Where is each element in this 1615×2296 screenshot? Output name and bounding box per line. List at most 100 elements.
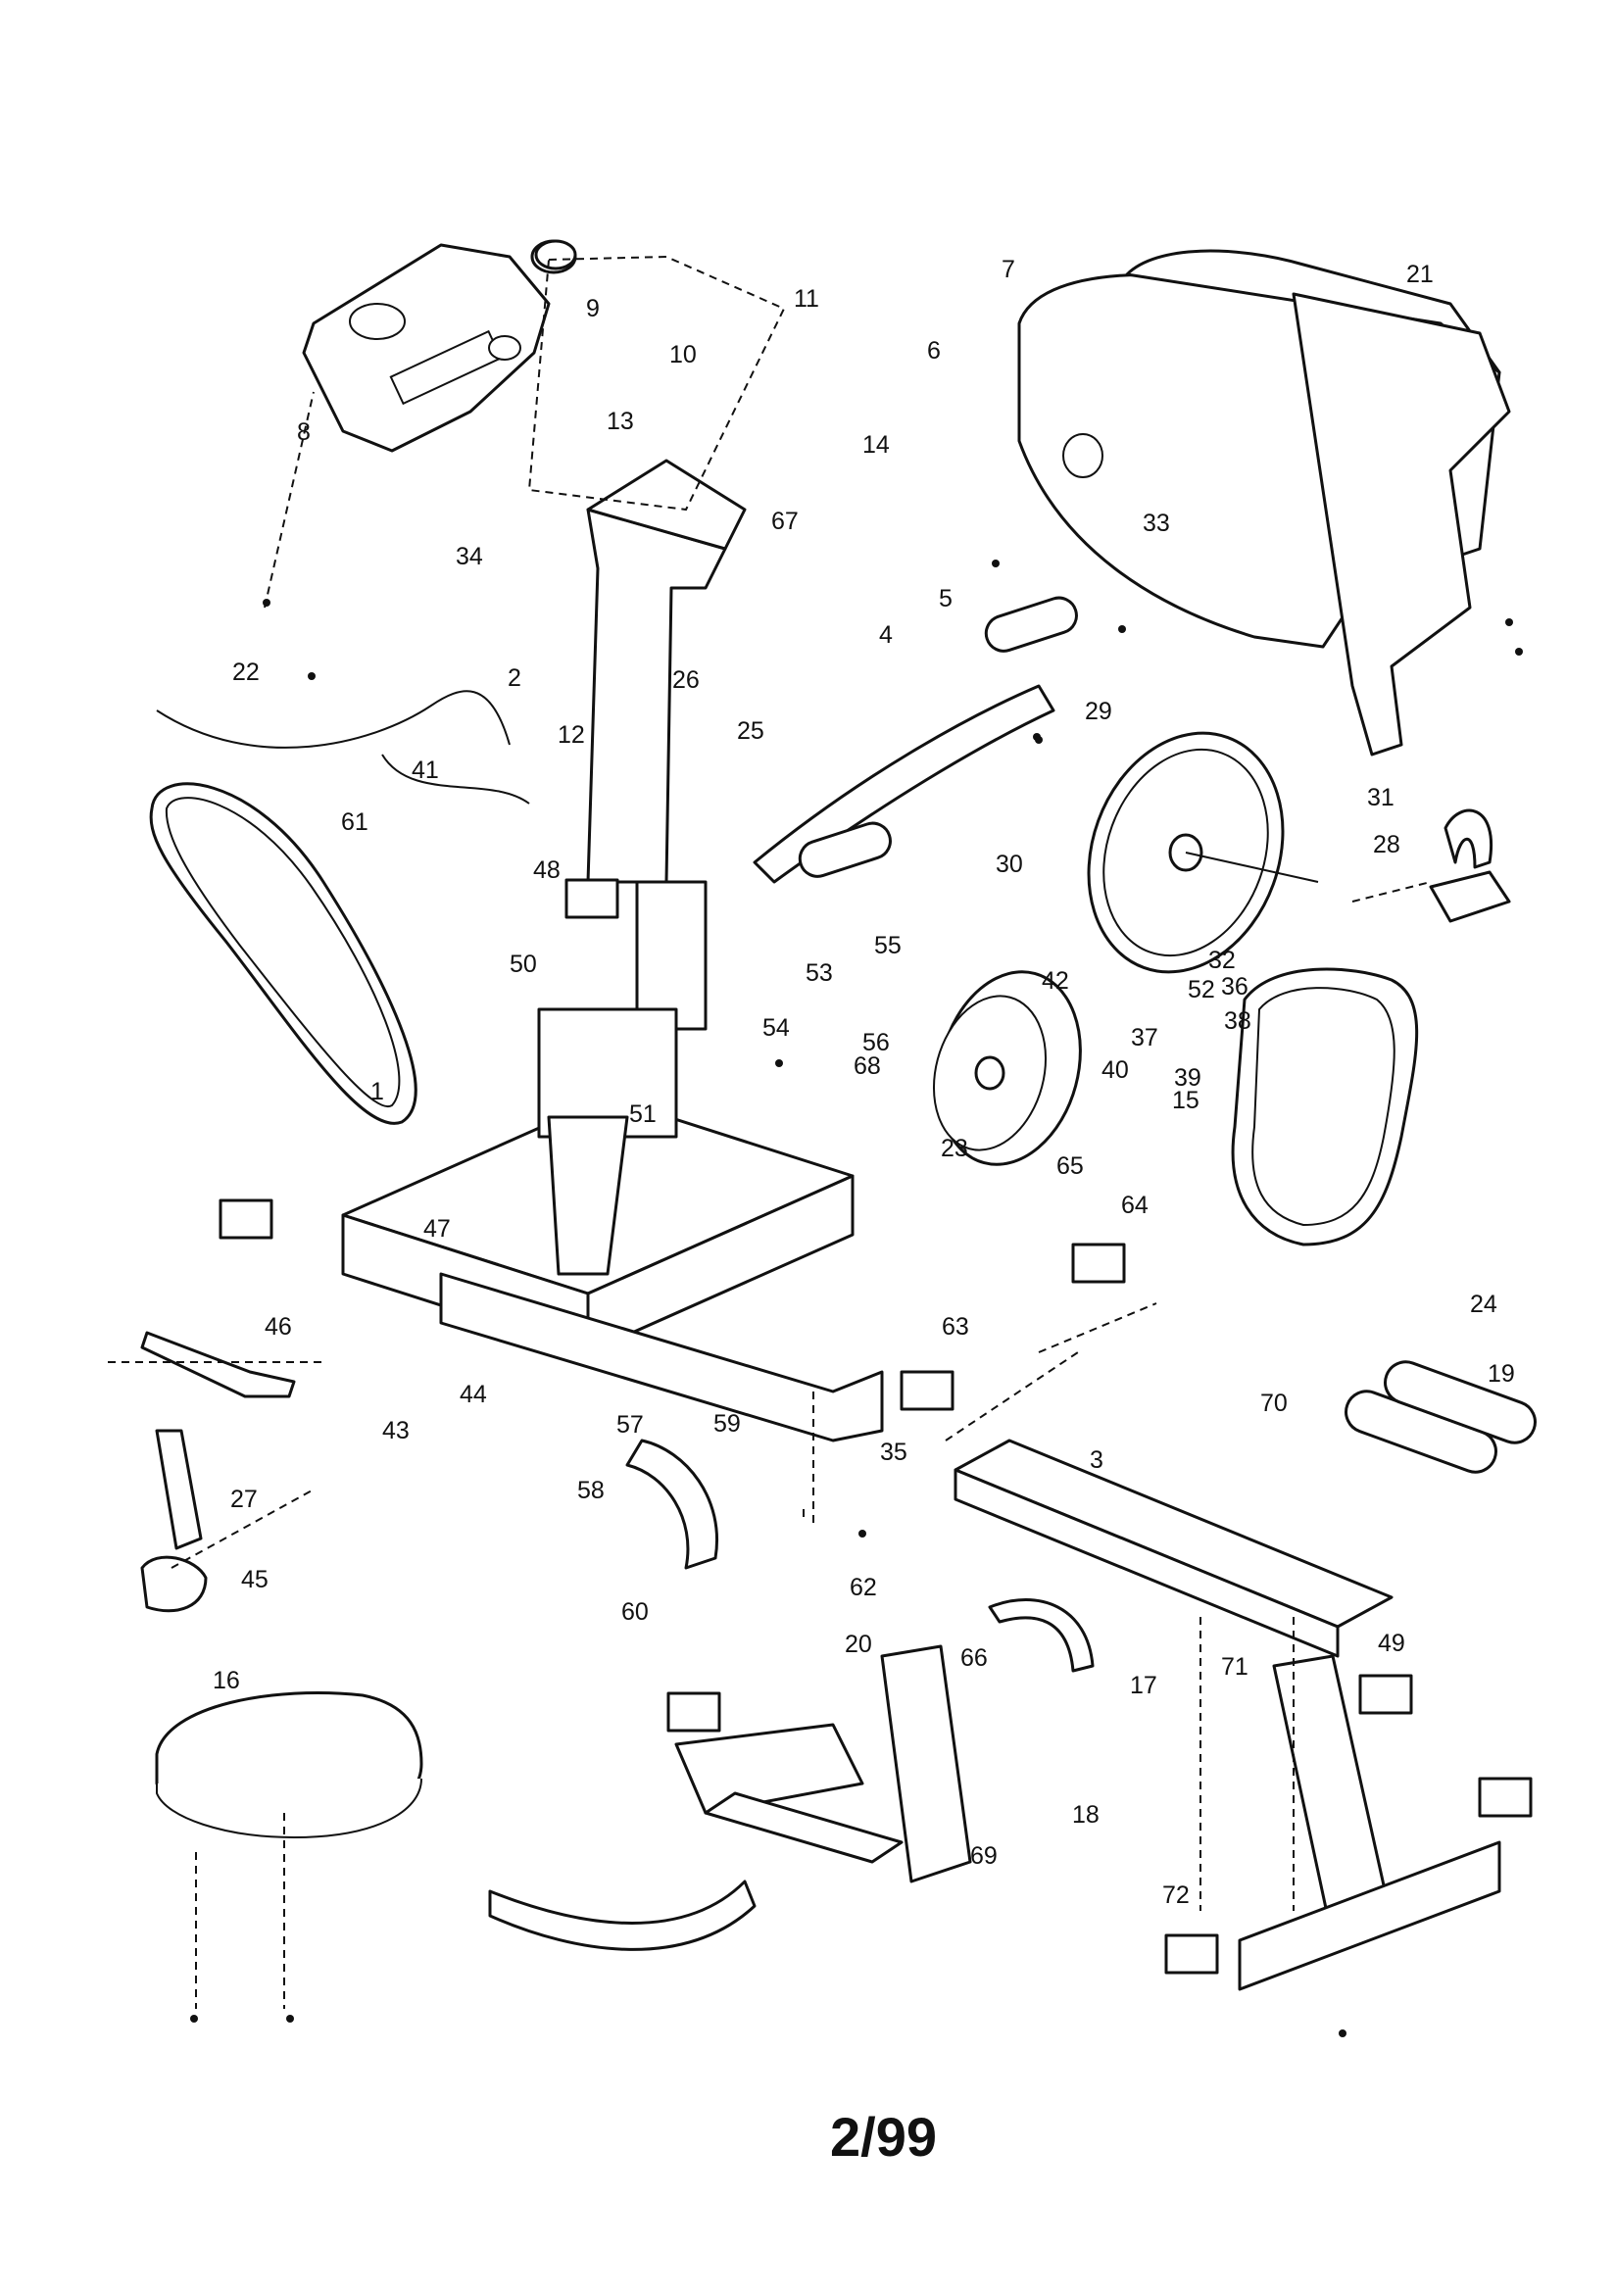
callout-55: 55 bbox=[874, 932, 902, 959]
callout-68: 68 bbox=[854, 1052, 881, 1080]
callout-17: 17 bbox=[1130, 1672, 1157, 1699]
callout-61: 61 bbox=[341, 808, 368, 836]
brake-shoe-part bbox=[625, 1439, 718, 1570]
rear-stabilizer-part bbox=[954, 1439, 1501, 1991]
callout-11: 11 bbox=[794, 285, 819, 313]
callout-34: 34 bbox=[456, 543, 483, 570]
callout-24: 24 bbox=[1470, 1291, 1497, 1318]
callout-36: 36 bbox=[1221, 973, 1248, 1001]
assembly-guides bbox=[108, 881, 1432, 2009]
console-guide-dash bbox=[527, 255, 786, 512]
knob-part bbox=[534, 239, 577, 270]
backrest-inner bbox=[1251, 987, 1395, 1227]
callout-50: 50 bbox=[510, 951, 537, 978]
shroud-part bbox=[1017, 249, 1511, 757]
console-part bbox=[302, 239, 577, 453]
callout-1: 1 bbox=[370, 1078, 384, 1105]
callout-26: 26 bbox=[672, 666, 700, 694]
callout-20: 20 bbox=[845, 1631, 872, 1658]
foam-tube-part-2 bbox=[1384, 1360, 1537, 1444]
callout-63: 63 bbox=[942, 1313, 969, 1341]
callout-5: 5 bbox=[939, 585, 953, 612]
seat-frame-part bbox=[674, 1644, 972, 1883]
flywheel-part bbox=[932, 970, 1082, 1166]
hardware-fasteners bbox=[190, 560, 1523, 2037]
callout-25: 25 bbox=[737, 717, 764, 745]
callout-28: 28 bbox=[1373, 831, 1400, 858]
callout-18: 18 bbox=[1072, 1801, 1100, 1829]
callout-12: 12 bbox=[558, 721, 585, 749]
callout-57: 57 bbox=[616, 1411, 644, 1439]
main-frame-part bbox=[341, 1007, 884, 1442]
callout-58: 58 bbox=[577, 1477, 605, 1504]
callout-65: 65 bbox=[1056, 1152, 1084, 1180]
callout-32: 32 bbox=[1208, 947, 1236, 974]
console-screw-guide bbox=[264, 391, 315, 609]
callout-62: 62 bbox=[850, 1574, 877, 1601]
callout-41: 41 bbox=[412, 757, 439, 784]
callout-45: 45 bbox=[241, 1566, 269, 1593]
wire-harness-part bbox=[156, 690, 511, 749]
side-handle-upper bbox=[988, 1598, 1095, 1673]
callout-49: 49 bbox=[1378, 1630, 1405, 1657]
callout-7: 7 bbox=[1002, 256, 1015, 283]
callout-51: 51 bbox=[629, 1100, 657, 1128]
callout-46: 46 bbox=[265, 1313, 292, 1341]
callout-35: 35 bbox=[880, 1439, 907, 1466]
callout-9: 9 bbox=[586, 295, 600, 322]
callout-30: 30 bbox=[996, 851, 1023, 878]
upright-post-part bbox=[586, 459, 747, 1031]
callout-72: 72 bbox=[1162, 1881, 1190, 1909]
callout-38: 38 bbox=[1224, 1007, 1251, 1035]
callout-43: 43 bbox=[382, 1417, 410, 1444]
callout-54: 54 bbox=[762, 1014, 790, 1042]
callout-2: 2 bbox=[508, 664, 521, 692]
crank-arm-part bbox=[140, 1331, 296, 1398]
grip-part bbox=[798, 596, 1078, 878]
callout-52: 52 bbox=[1188, 976, 1215, 1003]
seat-edge bbox=[156, 1778, 422, 1839]
callout-48: 48 bbox=[533, 856, 561, 884]
callout-27: 27 bbox=[230, 1486, 258, 1513]
callout-33: 33 bbox=[1143, 510, 1170, 537]
callout-labels: 1 2 3 4 5 6 7 8 9 10 11 12 13 14 15 16 1… bbox=[213, 256, 1515, 1909]
callout-56: 56 bbox=[862, 1029, 890, 1056]
callout-39: 39 bbox=[1174, 1064, 1201, 1092]
callout-14: 14 bbox=[862, 431, 890, 459]
callout-60: 60 bbox=[621, 1598, 649, 1626]
callout-53: 53 bbox=[806, 959, 833, 987]
callout-66: 66 bbox=[960, 1644, 988, 1672]
callout-21: 21 bbox=[1406, 261, 1434, 288]
callout-22: 22 bbox=[232, 659, 260, 686]
callout-44: 44 bbox=[460, 1381, 487, 1408]
callout-67: 67 bbox=[771, 508, 799, 535]
callout-16: 16 bbox=[213, 1667, 240, 1694]
callout-64: 64 bbox=[1121, 1192, 1149, 1219]
callout-70: 70 bbox=[1260, 1390, 1288, 1417]
callout-13: 13 bbox=[607, 408, 634, 435]
callout-10: 10 bbox=[669, 341, 697, 368]
end-cap-part bbox=[219, 878, 1533, 1975]
pedal-part bbox=[140, 808, 1511, 1613]
callout-15: 15 bbox=[1172, 1087, 1199, 1114]
callout-29: 29 bbox=[1085, 698, 1112, 725]
callout-8: 8 bbox=[297, 418, 311, 446]
front-handlebar-part bbox=[753, 684, 1055, 884]
callout-23: 23 bbox=[941, 1135, 968, 1162]
callout-31: 31 bbox=[1367, 784, 1395, 811]
pulley-part bbox=[1087, 731, 1319, 974]
callout-40: 40 bbox=[1101, 1056, 1129, 1084]
callout-47: 47 bbox=[423, 1215, 451, 1243]
callout-3: 3 bbox=[1090, 1446, 1103, 1474]
page-number: 2/99 bbox=[830, 2106, 937, 2168]
callout-6: 6 bbox=[927, 337, 941, 365]
callout-4: 4 bbox=[879, 621, 893, 649]
callout-69: 69 bbox=[970, 1842, 998, 1870]
side-handle-lower bbox=[488, 1880, 757, 1951]
callout-59: 59 bbox=[713, 1410, 741, 1438]
callout-37: 37 bbox=[1131, 1024, 1158, 1051]
drive-belt-inner bbox=[165, 797, 401, 1108]
callout-71: 71 bbox=[1221, 1653, 1248, 1681]
